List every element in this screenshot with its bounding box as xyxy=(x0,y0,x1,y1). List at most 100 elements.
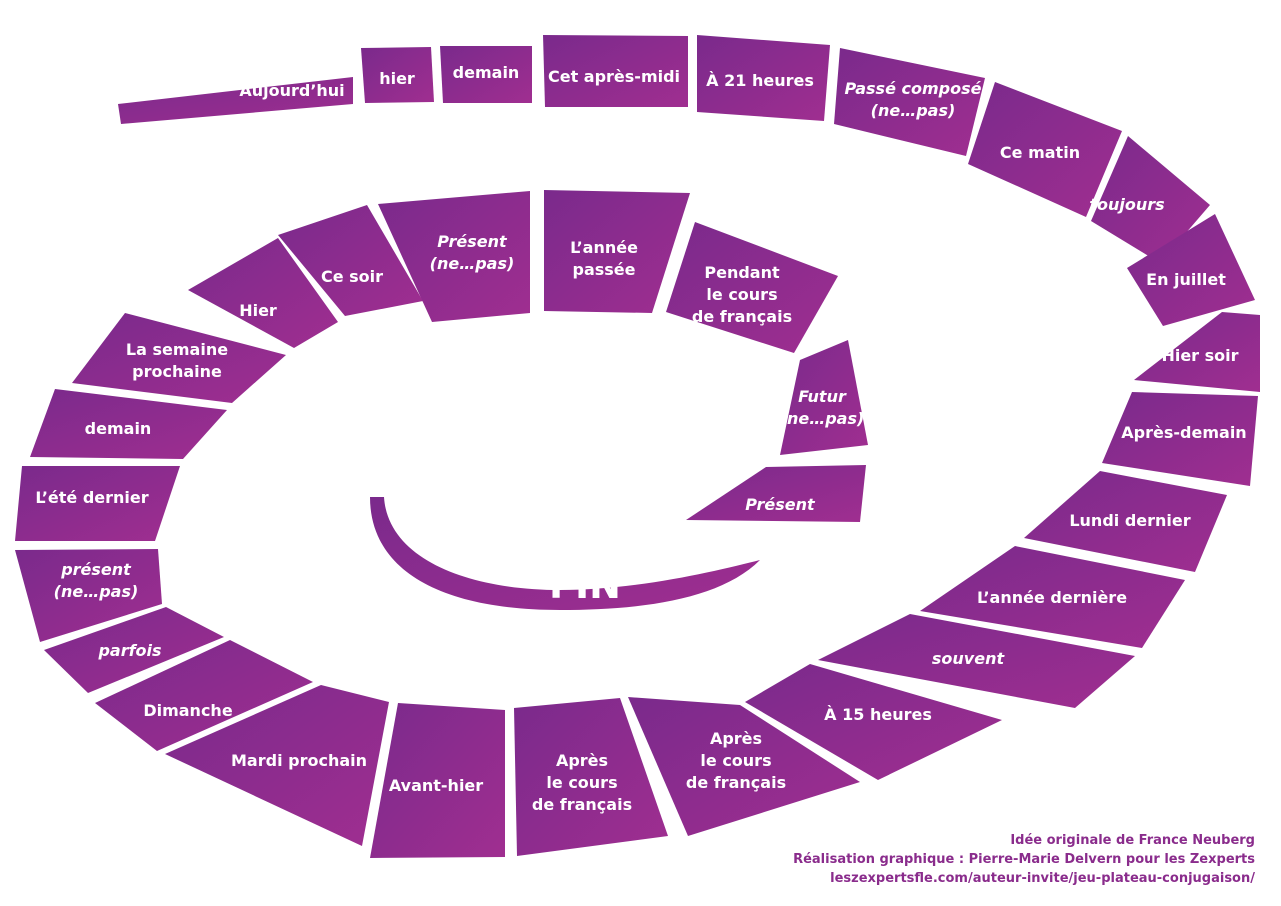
tile-label: Ce soir xyxy=(321,267,383,286)
tile-label: de français xyxy=(532,795,632,814)
tile-hier-1[interactable]: hier xyxy=(361,47,434,103)
tile-label: À 21 heures xyxy=(706,71,814,90)
tile-label: (ne…pas) xyxy=(430,254,515,273)
tile-shape xyxy=(543,35,688,107)
tile-label: de français xyxy=(686,773,786,792)
tile-label: Présent xyxy=(437,232,508,251)
tile-annee-derniere[interactable]: L’année dernière xyxy=(920,546,1185,648)
tile-cet-apres-midi[interactable]: Cet après-midi xyxy=(543,35,688,107)
tile-label: passée xyxy=(573,260,636,279)
tile-shape xyxy=(188,238,338,348)
credit-idea: Idée originale de France Neuberg xyxy=(1010,833,1255,848)
tile-annee-passee[interactable]: L’année passée xyxy=(544,190,690,313)
tile-present-final[interactable]: Présent xyxy=(686,465,866,522)
tile-parfois[interactable]: parfois xyxy=(44,607,224,693)
tile-shape xyxy=(544,190,690,313)
tile-shape xyxy=(628,697,860,836)
tile-label: L’année xyxy=(570,238,638,257)
tile-label: Cet après-midi xyxy=(548,67,680,86)
tile-shape xyxy=(834,48,985,156)
tile-toujours[interactable]: toujours xyxy=(1089,136,1210,263)
tile-shape xyxy=(15,466,180,541)
tile-label: Hier xyxy=(239,301,277,320)
tile-avant-hier[interactable]: Avant-hier xyxy=(370,703,505,858)
tile-label: (ne…pas) xyxy=(54,582,139,601)
credit-design: Réalisation graphique : Pierre-Marie Del… xyxy=(793,852,1255,867)
tile-shape xyxy=(44,607,224,693)
tile-ce-matin[interactable]: Ce matin xyxy=(968,82,1122,217)
tile-hier-soir[interactable]: Hier soir xyxy=(1134,312,1260,392)
tile-shape xyxy=(666,222,838,353)
tile-a-21-heures[interactable]: À 21 heures xyxy=(697,35,830,121)
tile-label: À 15 heures xyxy=(824,705,932,724)
tile-shape xyxy=(95,640,313,751)
tile-shape xyxy=(686,465,866,522)
tile-shape xyxy=(1102,392,1258,486)
tile-aujourdhui[interactable]: Aujourd’hui xyxy=(118,77,353,124)
tile-label: (ne…pas) xyxy=(871,101,956,120)
tile-passe-compose[interactable]: Passé composé(ne…pas) xyxy=(834,48,985,156)
tile-label: En juillet xyxy=(1146,270,1226,289)
tile-demain-2[interactable]: demain xyxy=(30,389,227,459)
tile-shape xyxy=(118,77,353,124)
tile-souvent[interactable]: souvent xyxy=(818,614,1135,708)
tile-label: hier xyxy=(379,69,415,88)
tile-shape xyxy=(920,546,1185,648)
tile-shape xyxy=(1127,214,1255,326)
tile-label: L’année dernière xyxy=(977,588,1127,607)
tile-label: le cours xyxy=(706,285,777,304)
tile-mardi-prochain[interactable]: Mardi prochain xyxy=(165,685,389,846)
tile-shape xyxy=(440,46,532,103)
tile-label: Aujourd’hui xyxy=(239,81,344,100)
fin-tail-segment xyxy=(370,497,760,610)
tile-a-15-heures[interactable]: À 15 heures xyxy=(745,664,1002,780)
tile-shape xyxy=(370,703,505,858)
tile-shape xyxy=(378,191,530,322)
tile-label: Après-demain xyxy=(1121,423,1246,442)
tile-present-ne-pas-1[interactable]: présent(ne…pas) xyxy=(15,549,162,642)
tile-label: Dimanche xyxy=(143,701,233,720)
tile-shape xyxy=(514,698,668,856)
tiles-layer: Aujourd’hui hier demain Cet après-midi À 21 … xyxy=(15,35,1260,858)
tile-demain-1[interactable]: demain xyxy=(440,46,532,103)
tile-dimanche[interactable]: Dimanche xyxy=(95,640,313,751)
tile-label: Présent xyxy=(745,495,816,514)
tile-en-juillet[interactable]: En juillet xyxy=(1127,214,1255,326)
tile-shape xyxy=(1134,312,1260,392)
tile-semaine-prochaine[interactable]: La semaine prochaine xyxy=(72,313,286,403)
tile-ete-dernier[interactable]: L’été dernier xyxy=(15,466,180,541)
tile-shape xyxy=(15,549,162,642)
tile-label: La semaine xyxy=(126,340,228,359)
fin-label: FIN xyxy=(549,563,621,607)
tile-shape xyxy=(968,82,1122,217)
tile-present-ne-pas-2[interactable]: Présent (ne…pas) xyxy=(378,191,530,322)
tile-shape xyxy=(361,47,434,103)
tile-shape xyxy=(72,313,286,403)
tile-shape xyxy=(1024,471,1227,572)
tile-ce-soir[interactable]: Ce soir xyxy=(278,205,423,316)
tile-label: parfois xyxy=(97,641,161,660)
tile-lundi-dernier[interactable]: Lundi dernier xyxy=(1024,471,1227,572)
fin-area: FIN xyxy=(370,497,760,610)
tile-shape xyxy=(165,685,389,846)
tile-shape xyxy=(818,614,1135,708)
tile-shape xyxy=(30,389,227,459)
tile-label: Ce matin xyxy=(1000,143,1080,162)
tile-futur-ne-pas[interactable]: Futur(ne…pas) xyxy=(780,340,868,455)
tile-label: prochaine xyxy=(132,362,222,381)
tile-label: (ne…pas) xyxy=(780,409,865,428)
tile-shape xyxy=(697,35,830,121)
tile-label: le cours xyxy=(546,773,617,792)
credit-url[interactable]: leszexpertsfle.com/auteur-invite/jeu-pla… xyxy=(830,871,1255,886)
tile-shape xyxy=(745,664,1002,780)
tile-apres-demain[interactable]: Après-demain xyxy=(1102,392,1258,486)
tile-label: souvent xyxy=(932,649,1006,668)
tile-label: Pendant xyxy=(704,263,780,282)
tile-label: toujours xyxy=(1089,195,1164,214)
tile-shape xyxy=(278,205,423,316)
tile-hier-2[interactable]: Hier xyxy=(188,238,338,348)
